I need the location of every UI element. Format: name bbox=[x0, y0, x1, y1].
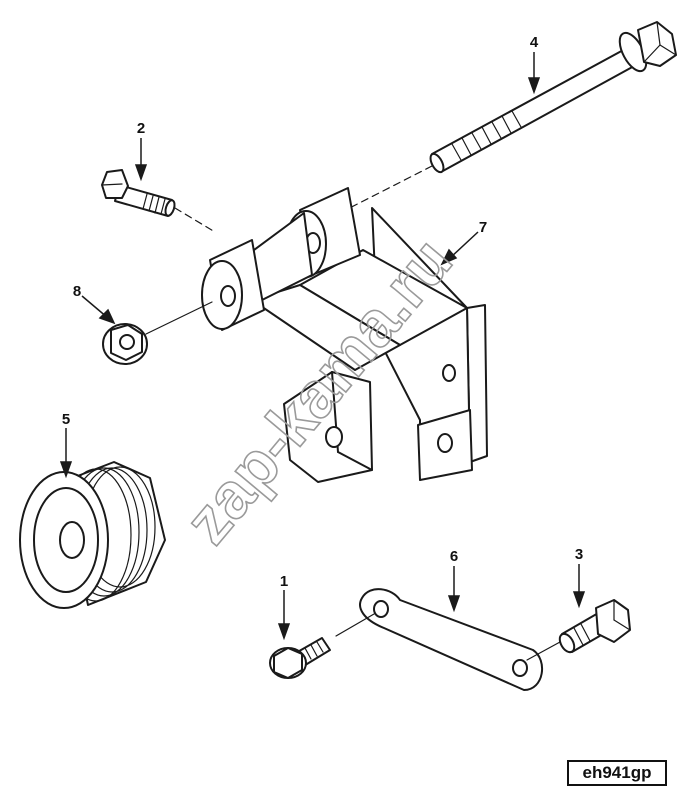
part-2-bolt bbox=[101, 169, 176, 217]
part-7-bracket bbox=[145, 187, 488, 483]
callout-4: 4 bbox=[530, 34, 539, 51]
callout-arrows bbox=[59, 52, 586, 641]
callout-1: 1 bbox=[280, 573, 288, 590]
callout-6: 6 bbox=[450, 548, 458, 565]
part-8-flange-nut bbox=[102, 323, 148, 365]
part-6-link bbox=[335, 588, 561, 691]
part-3-hex-bolt bbox=[558, 599, 631, 654]
callout-2: 2 bbox=[137, 120, 145, 137]
callout-3: 3 bbox=[575, 546, 583, 563]
figure-code-label: eh941gp bbox=[567, 760, 667, 786]
part-5-pulley bbox=[19, 461, 166, 609]
callout-8: 8 bbox=[73, 283, 81, 300]
part-1-flange-bolt bbox=[269, 637, 331, 679]
part-4-long-bolt bbox=[329, 21, 677, 219]
callout-5: 5 bbox=[62, 411, 70, 428]
callout-7: 7 bbox=[479, 219, 487, 236]
